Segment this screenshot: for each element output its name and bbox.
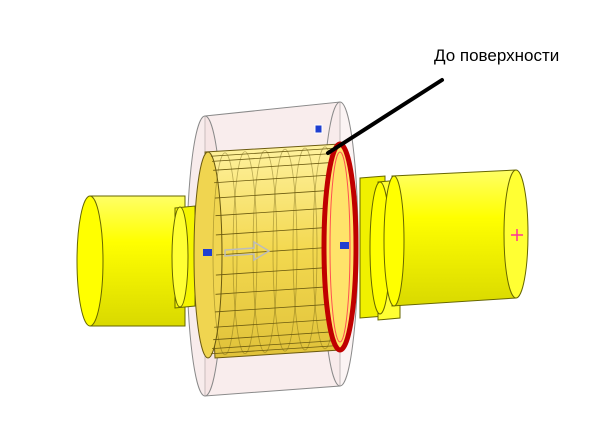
cylinder-rib-line	[210, 147, 336, 157]
drag-handle-icon[interactable]	[314, 124, 323, 134]
callout-leader-line	[326, 78, 444, 155]
cylinder-section-line	[252, 149, 278, 353]
callout-label: До поверхности	[434, 46, 560, 65]
cylinder-rib-line	[214, 303, 336, 313]
cylinder-rib-line	[210, 345, 336, 355]
cylinder-rib-line	[214, 189, 336, 199]
cylinder-rib-line	[215, 266, 336, 276]
cylinder-rib-line	[215, 246, 336, 256]
cylinder-rib-line	[212, 340, 336, 350]
right-shaft	[359, 169, 529, 321]
left-shaft	[76, 195, 196, 327]
extruded-cylinder	[193, 143, 341, 359]
cylinder-section-line	[232, 151, 258, 355]
cylinder-rib-line	[215, 285, 336, 295]
cylinder-rib-line	[213, 331, 336, 341]
center-cross-icon	[511, 229, 523, 241]
drag-handle-icon[interactable]	[340, 242, 349, 249]
cylinder-section-line	[212, 152, 238, 356]
cylinder-rib-line	[214, 318, 336, 328]
drag-handle-icon[interactable]	[203, 249, 212, 256]
cylinder-rib-line	[212, 152, 336, 162]
cylinder-rib-line	[214, 174, 336, 184]
cylinder-rib-line	[215, 207, 336, 217]
direction-arrow-icon[interactable]	[224, 240, 271, 262]
cylinder-rib-line	[213, 161, 336, 171]
cylinder-section-line	[272, 148, 298, 352]
cylinder-section-line	[292, 147, 318, 351]
cylinder-rib-line	[215, 226, 336, 236]
